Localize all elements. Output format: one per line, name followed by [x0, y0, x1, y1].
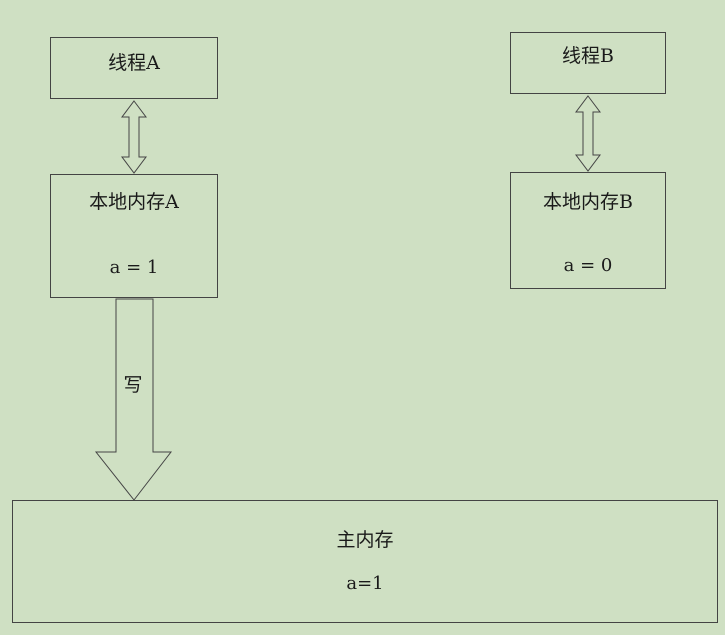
thread-b-double-arrow — [575, 95, 601, 172]
thread-a-box: 线程A — [50, 37, 218, 99]
thread-a-title: 线程A — [108, 52, 160, 74]
local-memory-b-box: 本地内存B a = 0 — [510, 172, 666, 289]
main-memory-title: 主内存 — [336, 529, 394, 551]
write-arrow — [94, 298, 173, 501]
write-arrow-label: 写 — [123, 374, 143, 396]
local-memory-a-title: 本地内存A — [89, 191, 179, 213]
thread-b-box: 线程B — [510, 32, 666, 94]
thread-b-title: 线程B — [562, 45, 614, 67]
local-memory-a-box: 本地内存A a = 1 — [50, 174, 218, 298]
main-memory-box: 主内存 a=1 — [12, 500, 718, 623]
main-memory-value: a=1 — [346, 573, 384, 594]
local-memory-b-title: 本地内存B — [543, 191, 633, 213]
thread-a-double-arrow — [121, 100, 147, 174]
local-memory-a-value: a = 1 — [109, 257, 159, 278]
local-memory-b-value: a = 0 — [563, 255, 613, 276]
